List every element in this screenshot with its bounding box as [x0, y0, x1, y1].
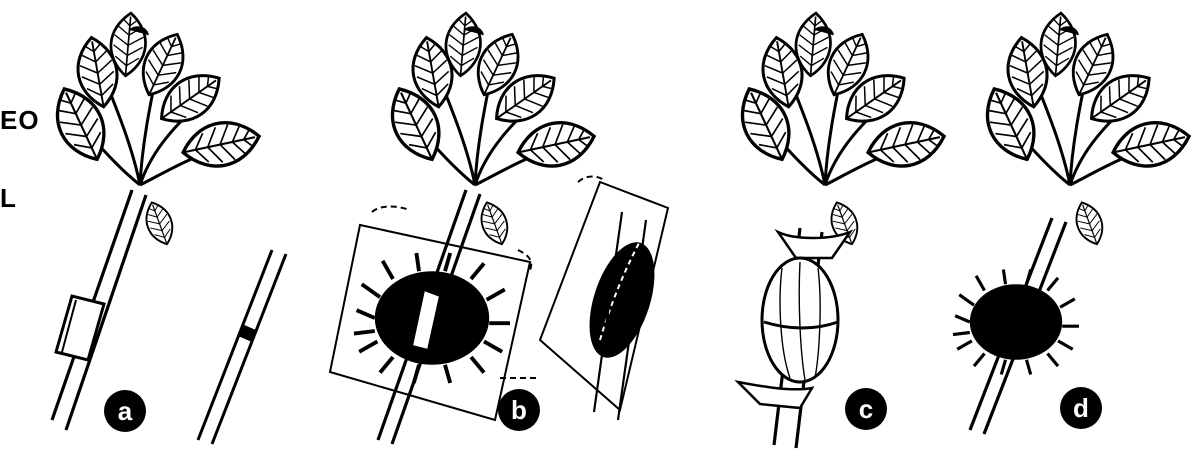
- panel-c-wrapped-bag: [738, 232, 850, 408]
- panel-d-root-mass: [953, 270, 1079, 375]
- panel-a-cut-stem: [198, 250, 286, 444]
- panel-a-plant: [45, 12, 264, 430]
- step-label-d: d: [1073, 393, 1089, 423]
- step-badge-c: c: [845, 388, 887, 430]
- panel-d-plant: [953, 12, 1194, 434]
- step-badge-b: b: [498, 389, 540, 431]
- step-label-c: c: [859, 394, 873, 424]
- panel-c-plant: [730, 12, 949, 448]
- panel-b-wrap-detail: [540, 176, 668, 420]
- step-label-a: a: [118, 396, 133, 426]
- step-badge-a: a: [104, 390, 146, 432]
- step-badge-d: d: [1060, 387, 1102, 429]
- step-label-b: b: [511, 395, 527, 425]
- panel-b-plant: [330, 12, 599, 444]
